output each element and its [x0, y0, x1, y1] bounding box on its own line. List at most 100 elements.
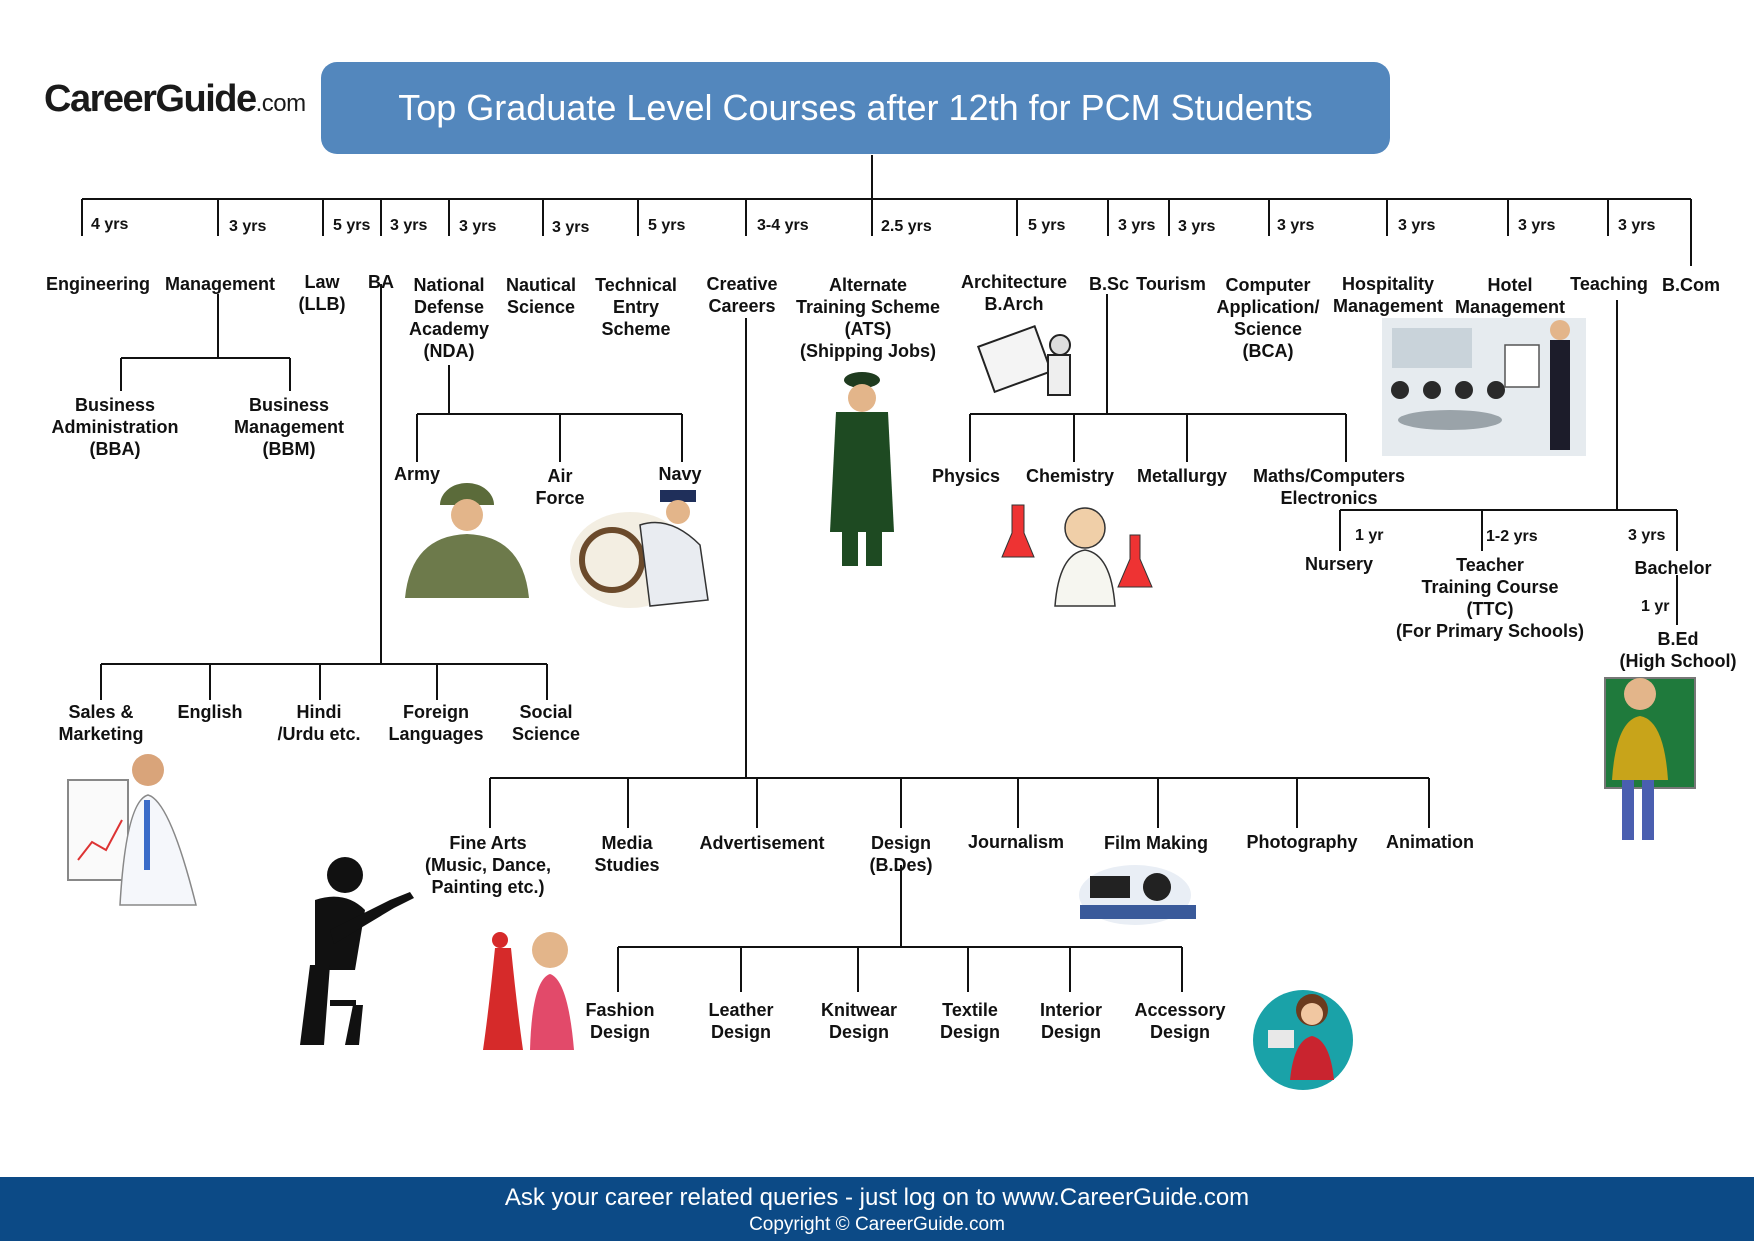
node-metallurgy: Metallurgy: [1137, 466, 1227, 486]
duration-nda: 3 yrs: [459, 218, 496, 235]
node-line: Careers: [708, 296, 775, 316]
node-line: Film Making: [1104, 833, 1208, 853]
node-advert: Advertisement: [699, 833, 824, 853]
node-line: Design: [1041, 1022, 1101, 1042]
node-line: Engineering: [46, 274, 150, 294]
node-line: Fine Arts: [449, 833, 526, 853]
node-film: Film Making: [1104, 833, 1208, 853]
node-line: Photography: [1247, 832, 1358, 852]
node-photography: Photography: [1247, 832, 1358, 852]
node-line: Management: [1333, 296, 1443, 316]
node-line: Computer: [1226, 275, 1311, 295]
duration-bed: 1 yr: [1641, 598, 1669, 615]
node-line: Journalism: [968, 832, 1064, 852]
duration-bachelor: 3 yrs: [1628, 527, 1665, 544]
node-line: Media: [601, 833, 653, 853]
node-line: Law: [304, 272, 340, 292]
node-line: Management: [1455, 297, 1565, 317]
sales-presenter-illustration: [67, 754, 197, 906]
node-physics: Physics: [932, 466, 1000, 486]
node-animation: Animation: [1386, 832, 1474, 852]
footer-copyright: Copyright © CareerGuide.com: [749, 1214, 1005, 1235]
node-chemistry: Chemistry: [1026, 466, 1114, 486]
node-line: (ATS): [845, 319, 892, 339]
duration-hotel: 3 yrs: [1518, 217, 1555, 234]
footer-query-link[interactable]: Ask your career related queries - just l…: [504, 1184, 1250, 1211]
node-line: Design: [590, 1022, 650, 1042]
node-line: Painting etc.): [431, 877, 544, 897]
node-line: Foreign: [403, 702, 469, 722]
node-line: B.Arch: [984, 294, 1043, 314]
node-line: Electronics: [1280, 488, 1377, 508]
duration-nautical: 3 yrs: [552, 219, 589, 236]
node-line: Air: [547, 466, 572, 486]
node-line: Design: [829, 1022, 889, 1042]
node-line: Training Course: [1421, 577, 1558, 597]
node-hindi: Hindi/Urdu etc.: [277, 702, 360, 744]
node-teaching: Teaching: [1570, 274, 1648, 294]
node-line: /Urdu etc.: [277, 724, 360, 744]
node-bachelor: Bachelor: [1634, 558, 1711, 578]
fashion-designer-illustration: [483, 932, 574, 1050]
duration-tes: 5 yrs: [648, 217, 685, 234]
node-line: Animation: [1386, 832, 1474, 852]
node-line: Army: [394, 464, 440, 484]
node-line: Physics: [932, 466, 1000, 486]
scientist-illustration: [1001, 504, 1153, 607]
tailor-illustration: [1253, 990, 1353, 1090]
duration-ba: 3 yrs: [390, 217, 427, 234]
duration-management: 3 yrs: [229, 218, 266, 235]
node-line: Business: [249, 395, 329, 415]
node-line: Science: [507, 297, 575, 317]
node-ba: BA: [368, 272, 394, 292]
node-line: Application/: [1217, 297, 1320, 317]
node-line: Knitwear: [821, 1000, 897, 1020]
duration-hospitality: 3 yrs: [1398, 217, 1435, 234]
node-line: Hindi: [297, 702, 342, 722]
node-line: Architecture: [961, 272, 1067, 292]
node-line: Teaching: [1570, 274, 1648, 294]
duration-bsc: 3 yrs: [1118, 217, 1155, 234]
node-line: Bachelor: [1634, 558, 1711, 578]
node-line: Design: [871, 833, 931, 853]
node-line: Management: [165, 274, 275, 294]
node-line: Tourism: [1136, 274, 1206, 294]
node-line: Entry: [613, 297, 659, 317]
node-line: Metallurgy: [1137, 466, 1227, 486]
node-line: Force: [535, 488, 584, 508]
careerguide-logo[interactable]: CareerGuide.com: [44, 78, 306, 121]
node-design: Design(B.Des): [869, 833, 932, 875]
node-line: (NDA): [424, 341, 475, 361]
node-line: Teacher: [1456, 555, 1524, 575]
node-line: (BBA): [90, 439, 141, 459]
duration-tourism: 3 yrs: [1178, 218, 1215, 235]
node-line: Alternate: [829, 275, 907, 295]
node-line: Science: [512, 724, 580, 744]
duration-creative: 3-4 yrs: [757, 217, 809, 234]
architect-illustration: [976, 324, 1071, 396]
node-line: Scheme: [601, 319, 670, 339]
node-line: Studies: [594, 855, 659, 875]
node-line: Hospitality: [1342, 274, 1434, 294]
node-management: Management: [165, 274, 275, 294]
node-line: Accessory: [1134, 1000, 1225, 1020]
node-journalism: Journalism: [968, 832, 1064, 852]
ats-officer-illustration: [830, 372, 894, 566]
node-line: Social: [519, 702, 572, 722]
node-line: BA: [368, 272, 394, 292]
